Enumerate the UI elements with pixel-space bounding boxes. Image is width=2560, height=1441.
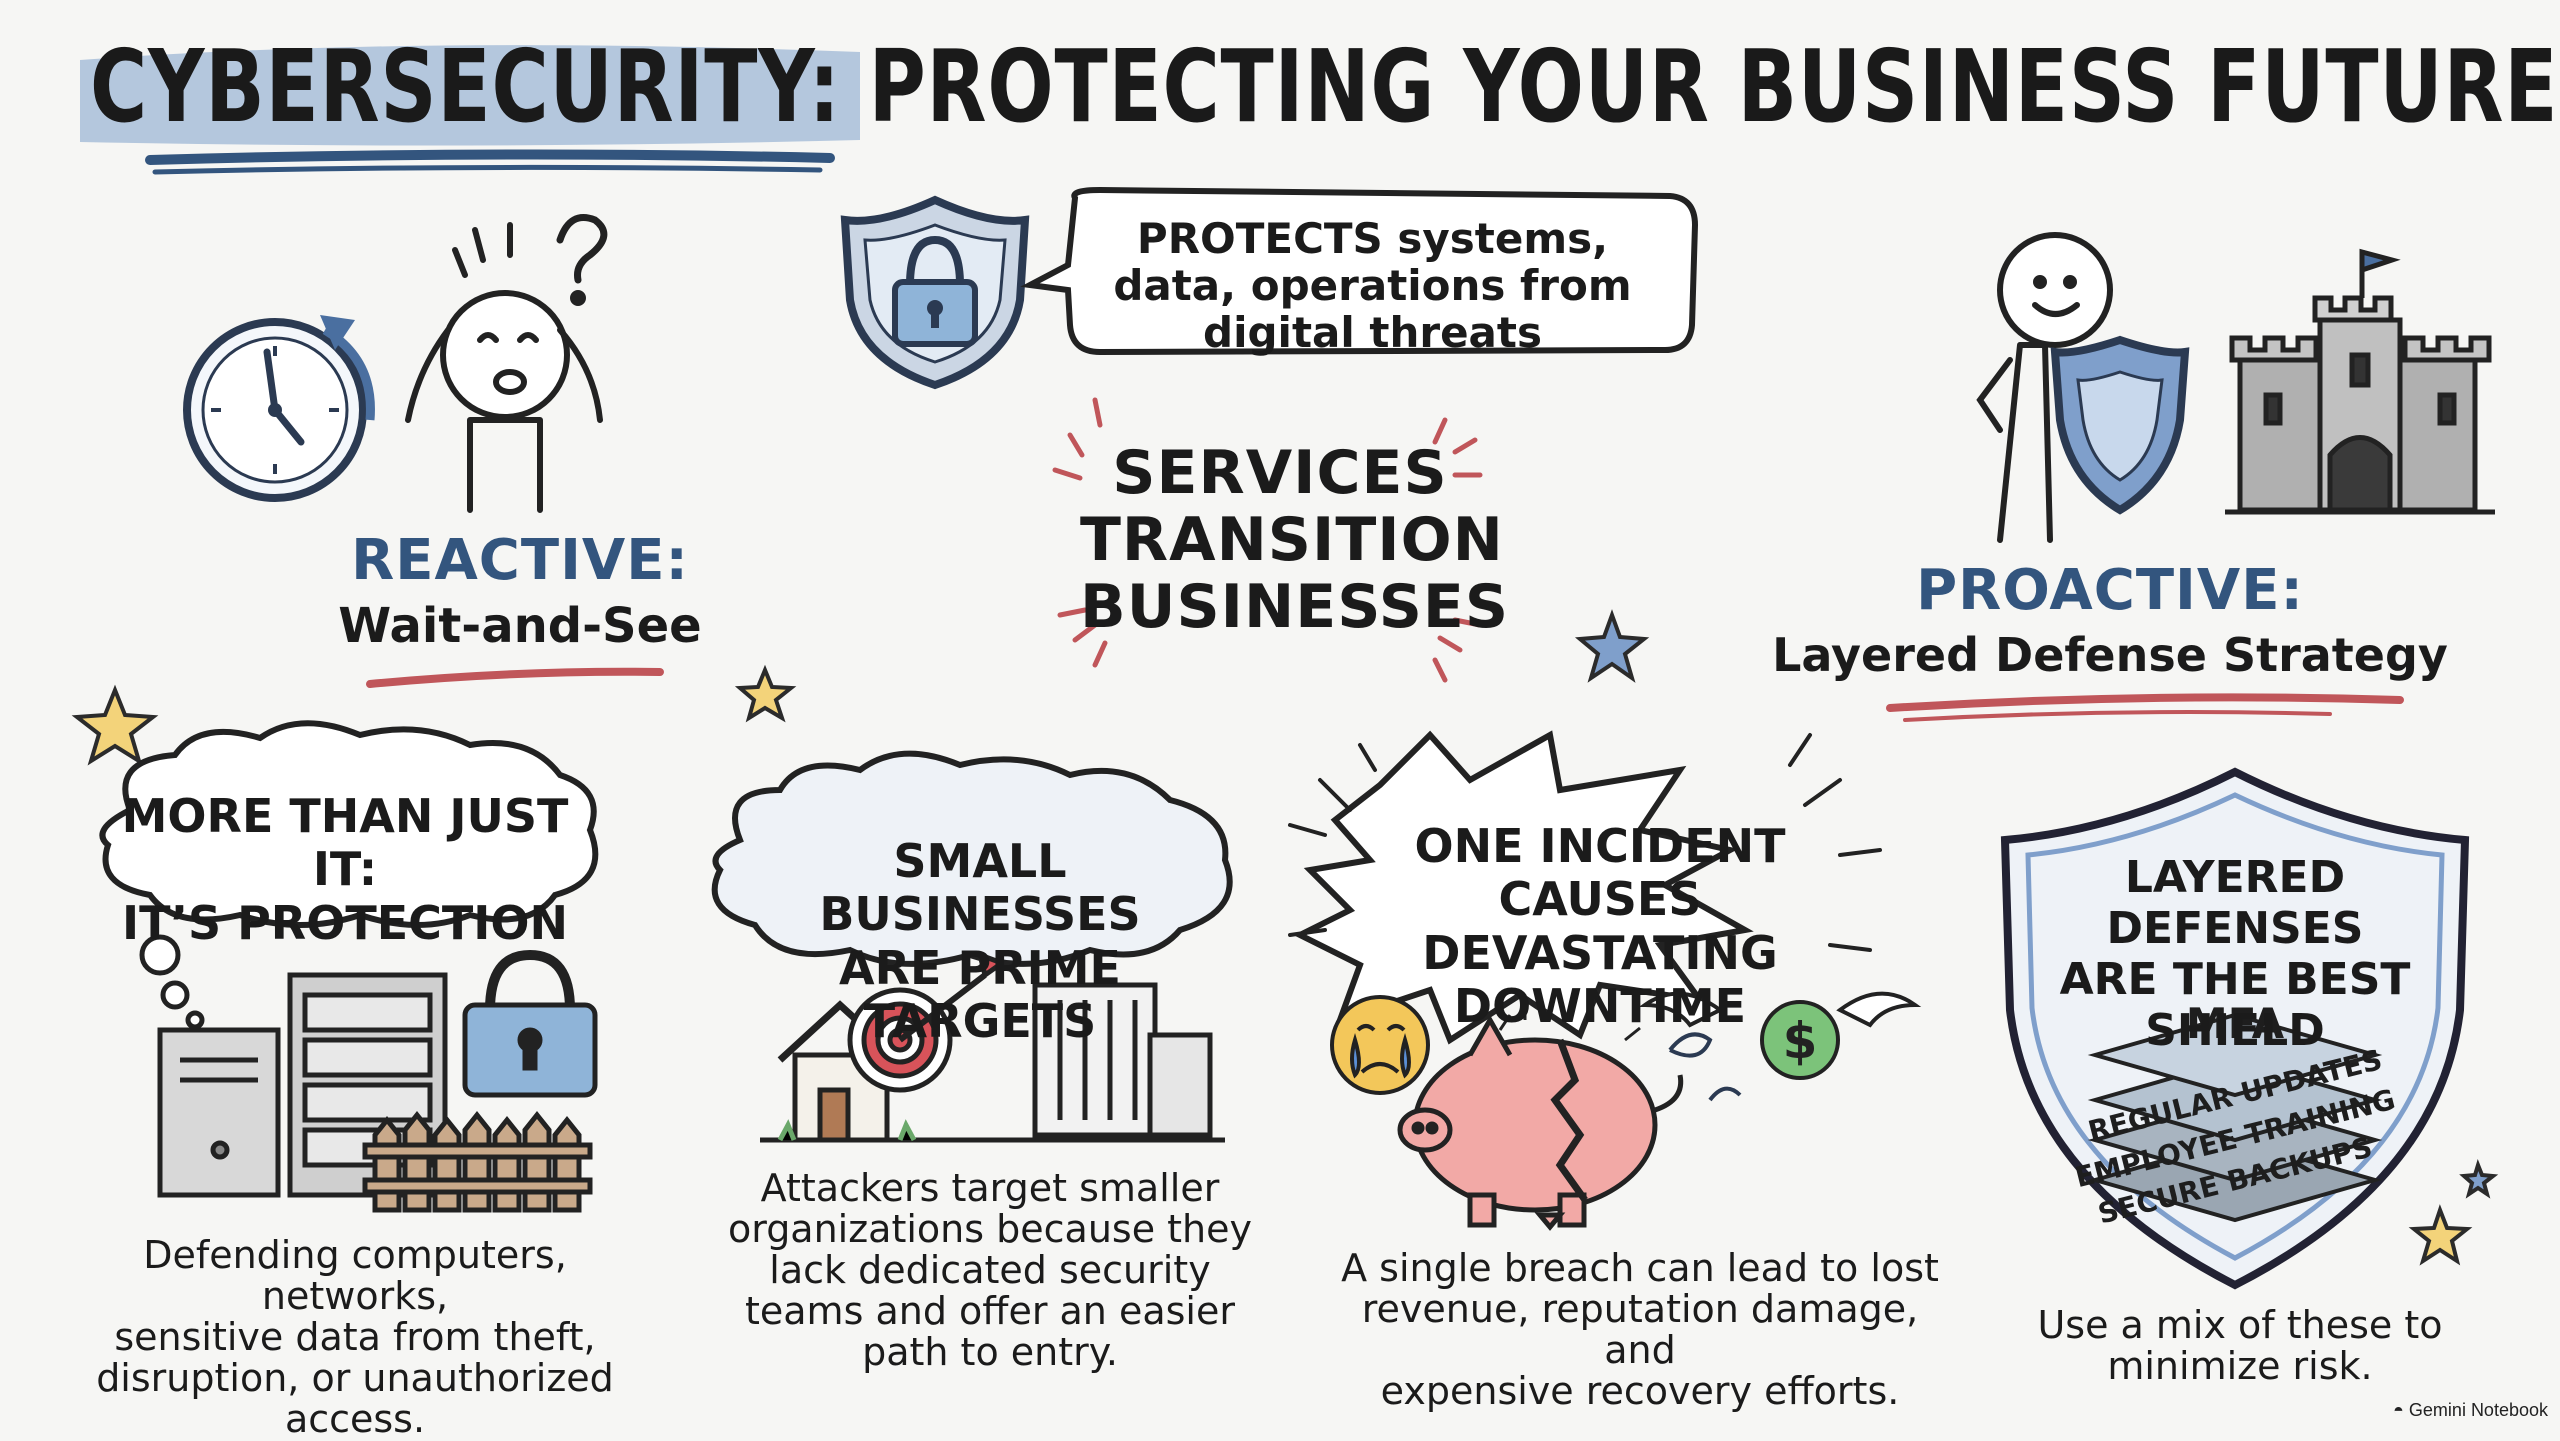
panel4-heading: LAYERED DEFENSES ARE THE BEST SHIELD — [2005, 852, 2465, 1056]
panel1-heading: MORE THAN JUST IT: IT’S PROTECTION — [120, 789, 570, 950]
panel3-heading-line-1: ONE INCIDENT — [1414, 819, 1786, 873]
dollar-sign: $ — [1783, 1012, 1818, 1070]
panel2-body: Attackers target smaller organizations b… — [720, 1166, 1260, 1375]
panel1-heading-line-1: MORE THAN JUST IT: — [121, 789, 569, 897]
panel4-body-line-2: minimize risk. — [2107, 1344, 2373, 1389]
page-title: CYBERSECURITY: PROTECTING YOUR BUSINESS … — [90, 28, 2558, 158]
panel3-heading-line-3: DOWNTIME — [1453, 979, 1747, 1034]
castle-icon — [2225, 248, 2495, 515]
panel2-body-line-4: teams and offer an easier — [744, 1289, 1235, 1334]
protects-bubble-text: PROTECTS systems, data, operations from … — [1113, 214, 1632, 358]
panel2-heading: SMALL BUSINESSES ARE PRIME TARGETS — [740, 834, 1220, 1049]
panel2-body-line-5: path to entry. — [862, 1330, 1118, 1375]
title-highlight-marker — [80, 45, 860, 175]
panel3-heading-line-2: CAUSES DEVASTATING — [1422, 872, 1778, 980]
watermark-text: Gemini Notebook — [2408, 1400, 2548, 1420]
panel3-body-line-2: revenue, reputation damage, and — [1361, 1287, 1919, 1373]
panel4-heading-line-1: LAYERED DEFENSES — [2106, 852, 2364, 955]
panel1-body: Defending computers, networks, sensitive… — [45, 1233, 665, 1441]
thought-bubbles — [139, 934, 205, 1030]
panel3-heading: ONE INCIDENT CAUSES DEVASTATING DOWNTIME — [1360, 819, 1840, 1034]
panel2-heading-line-2: ARE PRIME TARGETS — [839, 940, 1121, 1049]
center-headline-line-1: SERVICES — [1112, 438, 1448, 508]
proactive-subtitle: Layered Defense Strategy — [1772, 628, 2448, 682]
panel4-heading-line-2: ARE THE BEST SHIELD — [2059, 954, 2411, 1057]
confident-person-icon — [1976, 232, 2190, 543]
worried-person-icon — [405, 214, 608, 513]
reactive-label: REACTIVE: — [351, 528, 689, 593]
watermark-logo-icon: ◓ — [2393, 1400, 2409, 1420]
panel2-cloud — [711, 750, 1233, 967]
burst-outer-lines — [1288, 733, 1882, 952]
panel1-body-line-2: sensitive data from theft, — [114, 1315, 596, 1360]
reactive-subtitle: Wait-and-See — [338, 598, 702, 654]
panel3-burst — [1293, 730, 1754, 1045]
panel1-body-line-1: Defending computers, networks, — [143, 1233, 567, 1319]
panel2-body-line-1: Attackers target smaller — [760, 1166, 1220, 1210]
house-target-building-icon — [760, 951, 1225, 1143]
star-decorations — [71, 609, 2499, 1266]
center-headline: SERVICES TRANSITION BUSINESSES — [1080, 438, 1510, 643]
panel4-body-line-1: Use a mix of these to — [2037, 1303, 2443, 1347]
reactive-underline — [366, 667, 664, 688]
computer-server-fence-icon — [157, 949, 598, 1213]
defense-layer-stack — [2087, 1012, 2383, 1223]
panel1-body-line-3: disruption, or unauthorized access. — [96, 1356, 614, 1441]
panel1-heading-line-2: IT’S PROTECTION — [121, 895, 568, 950]
panel3-body-line-3: expensive recovery efforts. — [1380, 1369, 1900, 1414]
panel2-heading-line-1: SMALL BUSINESSES — [819, 834, 1141, 942]
title-highlight-text: CYBERSECURITY — [90, 28, 809, 145]
panel4-body: Use a mix of these to minimize risk. — [2030, 1303, 2450, 1389]
flying-money-icon — [1638, 991, 1922, 1102]
panel2-body-line-3: lack dedicated security — [769, 1248, 1211, 1293]
panel3-body: A single breach can lead to lost revenue… — [1330, 1246, 1950, 1414]
broken-piggy-bank-icon — [1397, 1002, 1684, 1231]
center-headline-line-3: BUSINESSES — [1080, 572, 1510, 643]
proactive-underline — [1886, 693, 2404, 712]
shield-lock-icon — [840, 195, 1030, 390]
watermark: ◓ Gemini Notebook — [2393, 1400, 2548, 1421]
crying-face-icon — [1330, 995, 1430, 1095]
panel2-body-line-2: organizations because they — [727, 1207, 1253, 1252]
panel3-body-line-1: A single breach can lead to lost — [1341, 1246, 1939, 1290]
center-burst-lines — [1052, 397, 1483, 683]
title-rest-text: : PROTECTING YOUR BUSINESS FUTURE — [808, 28, 2559, 145]
panel1-thought-cloud — [99, 720, 599, 928]
layer-label-mfa: MFA — [2186, 999, 2285, 1048]
clock-icon — [183, 315, 375, 502]
proactive-label: PROACTIVE: — [1916, 558, 2304, 623]
protects-speech-bubble — [1020, 186, 1699, 356]
center-headline-line-2: TRANSITION — [1080, 505, 1504, 576]
